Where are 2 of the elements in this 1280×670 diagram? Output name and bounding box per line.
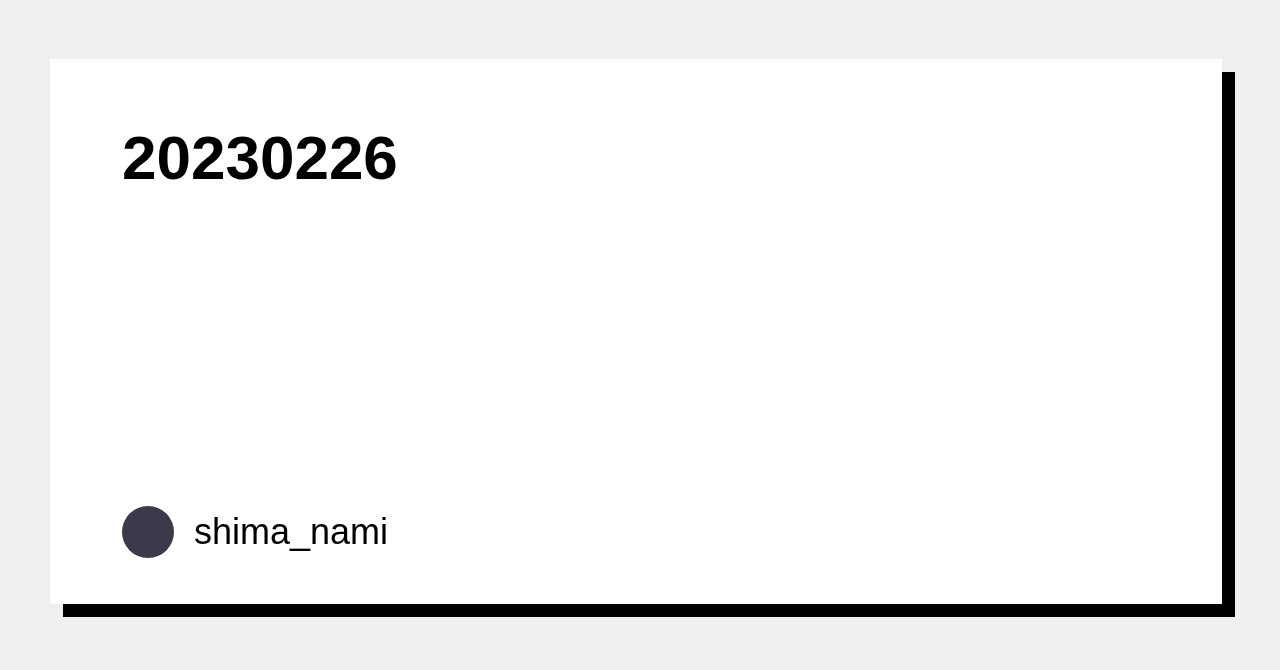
- author-name: shima_nami: [194, 514, 389, 550]
- title: 20230226: [122, 127, 398, 189]
